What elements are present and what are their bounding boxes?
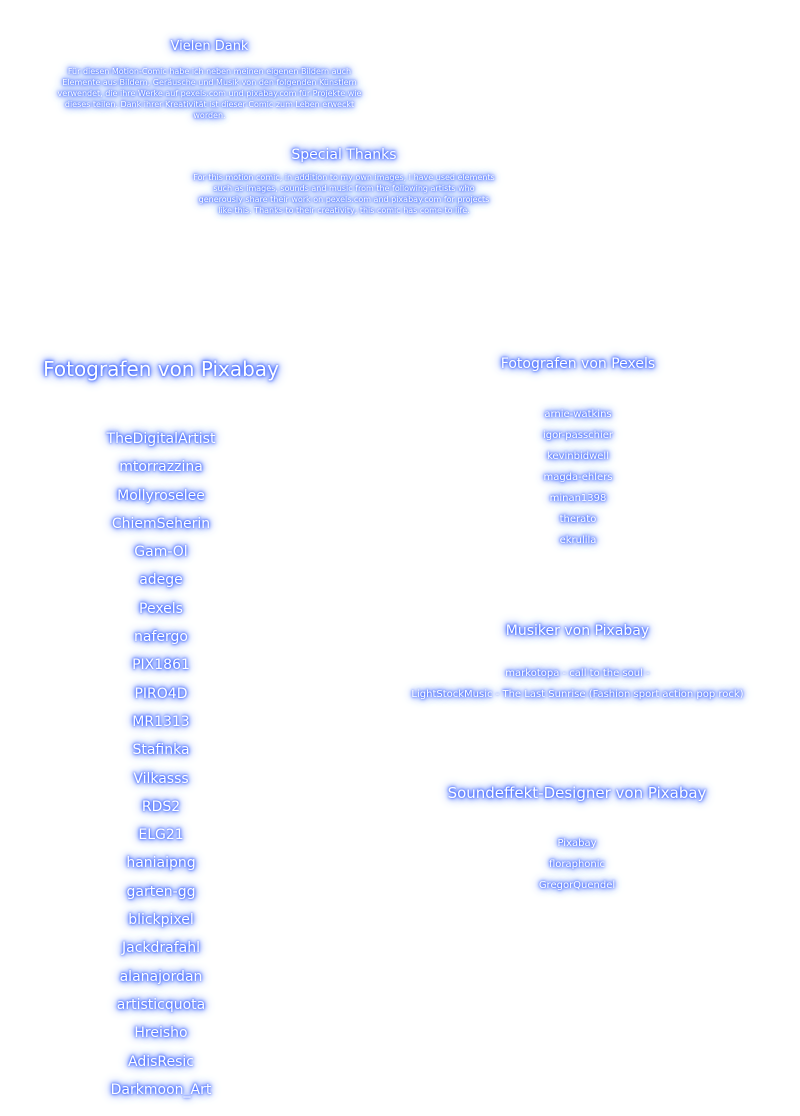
credit-name: artisticquota bbox=[116, 996, 206, 1013]
vielen-dank-section: Vielen Dank Für diesen Motion-Comic habe… bbox=[52, 38, 367, 121]
credit-name: Vilkasss bbox=[133, 770, 189, 787]
credit-name: therato bbox=[559, 514, 597, 525]
pixabay-photographers-title: Fotografen von Pixabay bbox=[43, 357, 279, 381]
credit-name: mtorrazzina bbox=[119, 459, 203, 476]
pexels-photographers-title: Fotografen von Pexels bbox=[500, 356, 656, 372]
credit-name: minan1398 bbox=[549, 493, 607, 504]
credit-name: garten-gg bbox=[126, 883, 196, 900]
vielen-dank-title: Vielen Dank bbox=[170, 39, 249, 54]
musicians-list: markotopa - call to the soul - LightStock… bbox=[395, 663, 760, 705]
credit-name: ELG21 bbox=[138, 827, 184, 844]
musicians-section: Musiker von Pixabay markotopa - call to … bbox=[395, 621, 760, 705]
credit-name: magda-ehlers bbox=[543, 472, 613, 483]
credit-name: AdisResic bbox=[128, 1053, 194, 1070]
pexels-photographers-section: Fotografen von Pexels arnie-watkins igor-… bbox=[477, 354, 679, 551]
credit-name: markotopa - call to the soul - bbox=[505, 668, 650, 679]
special-thanks-text: For this motion comic, in addition to my… bbox=[193, 173, 495, 215]
pexels-photographers-list: arnie-watkins igor-passchier kevinbidwell m… bbox=[477, 404, 679, 551]
credit-name: haniaipng bbox=[126, 855, 196, 872]
credit-name: nafergo bbox=[134, 629, 188, 646]
credit-name: RDS2 bbox=[141, 798, 181, 815]
sound-designers-title: Soundeffekt-Designer von Pixabay bbox=[447, 784, 707, 802]
credit-name: PIX1861 bbox=[132, 657, 190, 674]
sound-designers-section: Soundeffekt-Designer von Pixabay Pixabay… bbox=[427, 783, 727, 896]
credit-name: alanajordan bbox=[119, 968, 203, 985]
special-thanks-section: Special Thanks For this motion comic, in… bbox=[192, 146, 496, 216]
vielen-dank-text: Für diesen Motion-Comic habe ich neben m… bbox=[57, 67, 362, 120]
credit-name: MR1313 bbox=[132, 713, 190, 730]
credit-name: Hreisho bbox=[134, 1025, 188, 1042]
credit-name: adege bbox=[139, 572, 183, 589]
musicians-title: Musiker von Pixabay bbox=[505, 623, 650, 639]
credit-name: Pixabay bbox=[557, 838, 597, 849]
pixabay-photographers-section: Fotografen von Pixabay TheDigitalArtist m… bbox=[20, 356, 302, 1104]
credit-name: kevinbidwell bbox=[547, 451, 609, 462]
credit-name: ChiemSeherin bbox=[111, 515, 211, 532]
credit-name: floraphonic bbox=[548, 859, 606, 870]
credit-name: ekrulila bbox=[559, 535, 597, 546]
credit-name: PIRO4D bbox=[134, 685, 188, 702]
credit-name: Mollyroselee bbox=[117, 487, 205, 504]
credit-name: Darkmoon_Art bbox=[110, 1081, 212, 1098]
credit-name: Pexels bbox=[139, 600, 183, 617]
credit-name: igor-passchier bbox=[542, 430, 614, 441]
credit-name: Gam-Ol bbox=[134, 544, 188, 561]
credit-name: blickpixel bbox=[128, 912, 194, 929]
credit-name: GregorQuendel bbox=[538, 880, 616, 891]
credit-name: TheDigitalArtist bbox=[106, 431, 216, 447]
credit-name: Jackdrafahl bbox=[121, 940, 200, 957]
credit-name: arnie-watkins bbox=[544, 409, 612, 420]
credit-name: LightStockMusic - The Last Sunrise (Fash… bbox=[411, 689, 744, 700]
credit-name: Stafinka bbox=[132, 742, 190, 759]
special-thanks-title: Special Thanks bbox=[291, 147, 397, 163]
